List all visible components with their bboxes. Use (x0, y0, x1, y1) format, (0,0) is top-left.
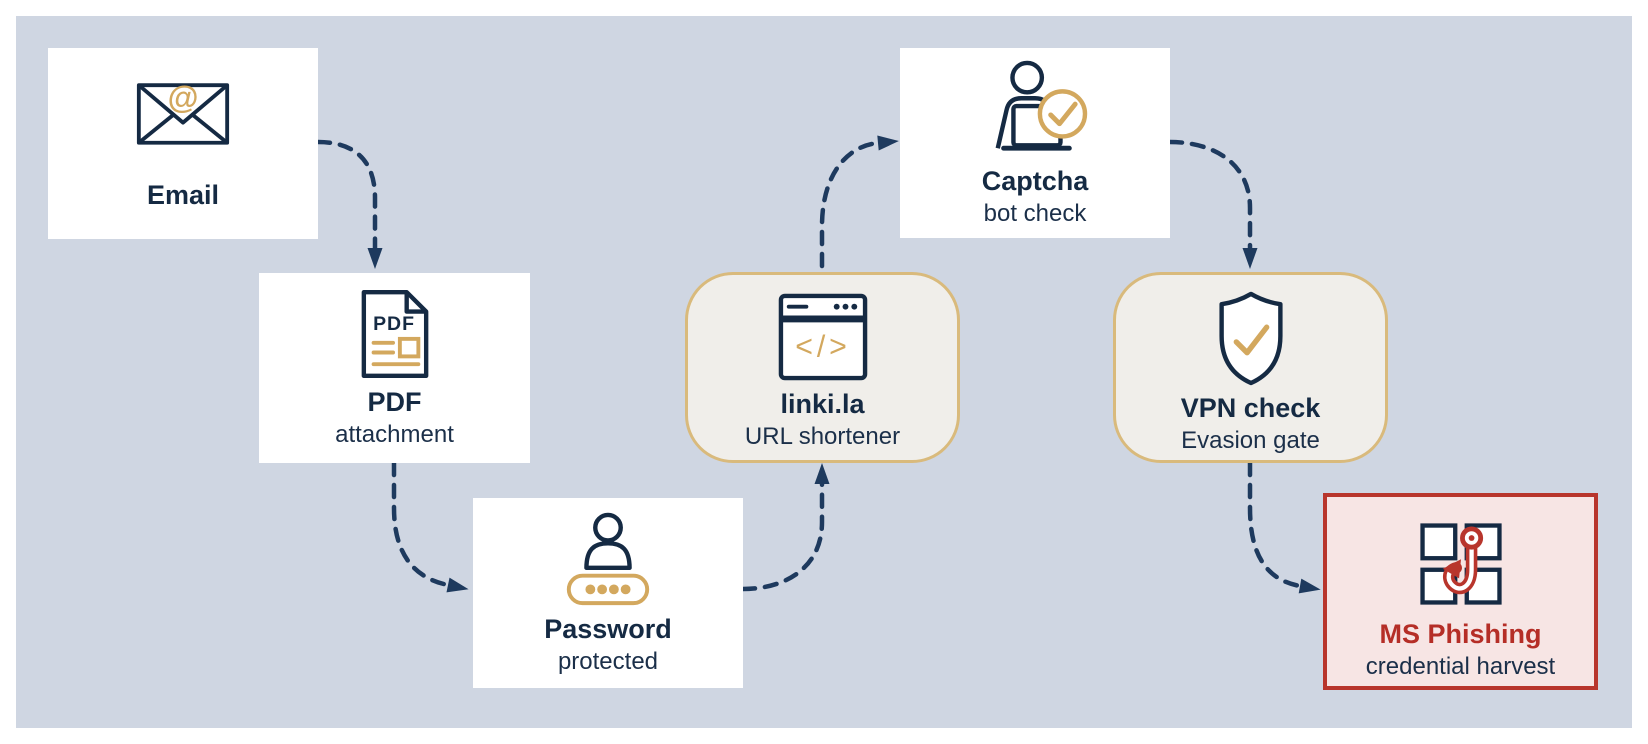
email-envelope-icon: @ (136, 79, 230, 145)
node-title: Email (146, 180, 220, 210)
node-ms-phishing: MS Phishing credential harvest (1323, 493, 1598, 690)
at-glyph: @ (168, 79, 199, 115)
node-pdf-attachment: PDF PDF attachment (259, 273, 530, 463)
shield-check-icon (1218, 291, 1283, 386)
pdf-glyph: PDF (373, 313, 415, 335)
node-subtitle: protected (557, 648, 659, 675)
node-subtitle: bot check (983, 200, 1087, 227)
node-title: Password (544, 614, 672, 644)
node-title: MS Phishing (1379, 619, 1542, 649)
node-linki-la: </> linki.la URL shortener (685, 272, 960, 463)
node-title: Captcha (981, 166, 1089, 196)
node-title: linki.la (780, 389, 865, 419)
microsoft-fishhook-icon (1419, 523, 1502, 605)
node-email: @ Email (48, 48, 318, 239)
node-captcha: Captcha bot check (900, 48, 1170, 238)
node-subtitle: attachment (335, 421, 454, 448)
node-subtitle: credential harvest (1365, 653, 1556, 680)
node-password-protected: Password protected (473, 498, 743, 688)
node-title: VPN check (1180, 393, 1321, 423)
node-subtitle: URL shortener (744, 423, 901, 450)
node-subtitle: Evasion gate (1181, 427, 1320, 454)
person-laptop-check-icon (995, 60, 1088, 151)
pdf-document-icon: PDF (361, 289, 428, 379)
browser-code-icon: </> (778, 293, 867, 381)
node-title: PDF (367, 387, 422, 417)
user-password-dots-icon (566, 512, 650, 606)
node-vpn-check: VPN check Evasion gate (1113, 272, 1388, 463)
code-glyph: </> (795, 331, 851, 364)
